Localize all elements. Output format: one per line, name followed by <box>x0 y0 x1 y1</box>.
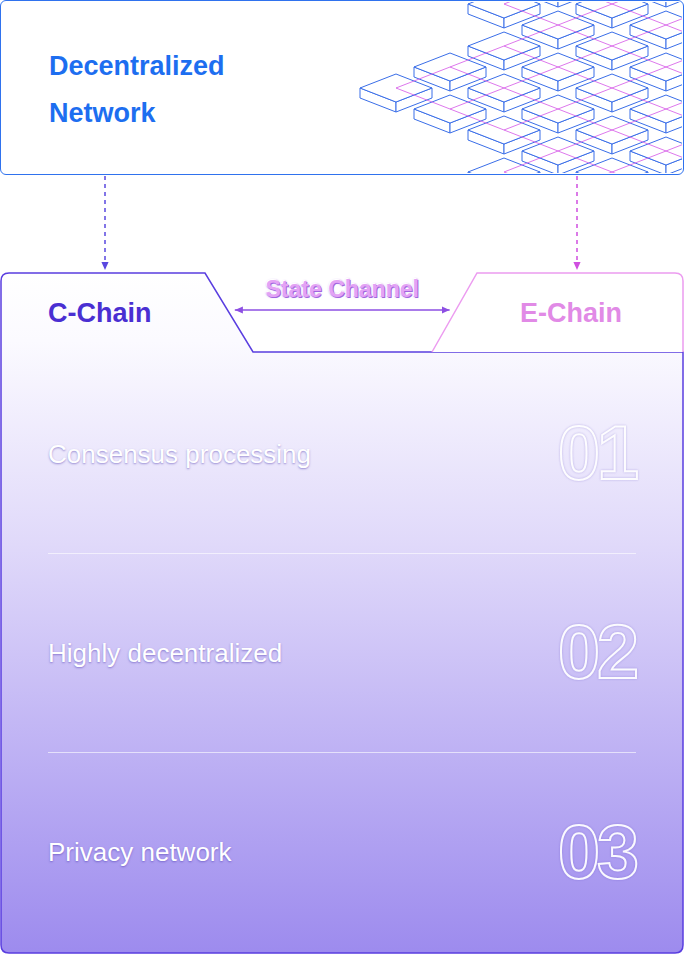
mesh-line <box>504 67 558 88</box>
mesh-line <box>558 46 612 67</box>
network-title: Decentralized Network <box>49 43 225 137</box>
mesh-line <box>504 88 558 109</box>
mesh-line <box>504 4 558 25</box>
mesh-line <box>450 88 504 109</box>
slab-face <box>630 95 682 123</box>
connector <box>576 176 578 270</box>
chain-title: C-Chain <box>48 295 152 331</box>
mesh-line <box>612 67 666 88</box>
chain-title: E-Chain <box>520 295 622 331</box>
mesh-line <box>666 130 682 151</box>
edge-label: State Channel <box>266 276 419 303</box>
mesh-line <box>504 109 558 130</box>
mesh-line <box>612 25 666 46</box>
block-slab <box>522 137 594 173</box>
chain-tab: E-Chain <box>432 272 684 353</box>
mesh-line <box>666 25 682 46</box>
connector <box>235 309 450 311</box>
tab-fill <box>432 273 683 352</box>
feature-number: 02 <box>558 615 636 691</box>
mesh-line <box>504 151 558 172</box>
block-grid-illustration <box>0 0 684 175</box>
mesh-line <box>612 88 666 109</box>
mesh-line <box>504 46 558 67</box>
mesh-line <box>558 25 612 46</box>
mesh-line <box>558 151 612 172</box>
slab-face <box>630 137 682 165</box>
feature-text: Privacy network <box>48 837 232 868</box>
mesh-line <box>612 109 666 130</box>
mesh-line <box>612 2 666 4</box>
mesh-line <box>396 67 450 88</box>
feature-row: Highly decentralized 02 <box>48 554 636 753</box>
mesh-line <box>450 46 504 67</box>
mesh-line <box>558 67 612 88</box>
mesh-line <box>558 2 612 4</box>
slab-face <box>630 53 682 81</box>
mesh-line <box>558 4 612 25</box>
mesh-line <box>558 88 612 109</box>
panel-border <box>1 273 683 953</box>
mesh-line <box>666 172 682 173</box>
mesh-line <box>558 130 612 151</box>
mesh-line <box>666 67 682 88</box>
tab-border <box>432 273 683 352</box>
mesh-line <box>666 109 682 130</box>
block-slab <box>468 158 540 173</box>
block-grid <box>360 2 682 173</box>
edge-label-box: State Channel <box>266 276 419 303</box>
network-box: Decentralized Network <box>0 0 684 175</box>
block-slab <box>576 158 648 173</box>
mesh-line <box>666 46 682 67</box>
feature-text: Highly decentralized <box>48 638 282 669</box>
slab-face <box>576 158 648 173</box>
mesh-line <box>612 151 666 172</box>
mesh-line <box>612 130 666 151</box>
mesh-line <box>396 88 450 109</box>
mesh-line <box>504 25 558 46</box>
mesh-line <box>612 172 666 173</box>
mesh-line <box>558 172 612 173</box>
mesh-line <box>666 4 682 25</box>
connector <box>104 176 106 270</box>
mesh-line <box>666 151 682 172</box>
mesh-line <box>666 2 682 4</box>
mesh-line <box>504 2 558 4</box>
mesh-line <box>612 4 666 25</box>
feature-row: Consensus processing 01 <box>48 355 636 554</box>
mesh-line <box>558 109 612 130</box>
slab-face <box>630 11 682 39</box>
feature-number: 03 <box>558 815 636 891</box>
feature-text: Consensus processing <box>48 439 311 470</box>
slab-face <box>666 2 682 7</box>
mesh-line <box>450 67 504 88</box>
chain-panel: C-ChainConsensus processing 01Highly dece… <box>0 272 684 954</box>
slab-face <box>468 158 540 173</box>
mesh-line <box>612 46 666 67</box>
mesh-line <box>504 172 558 173</box>
mesh-line <box>450 109 504 130</box>
mesh-line <box>666 88 682 109</box>
feature-number: 01 <box>558 416 636 492</box>
mesh-line <box>504 130 558 151</box>
feature-row: Privacy network 03 <box>48 753 636 952</box>
